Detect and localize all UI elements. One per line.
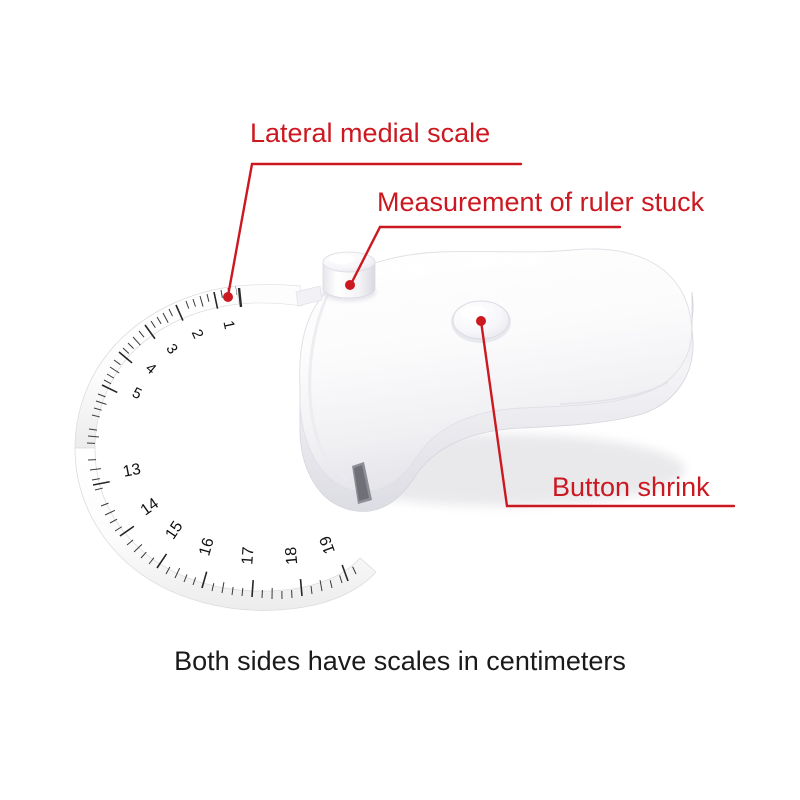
locking-post[interactable] <box>322 251 376 301</box>
callout-label-measurement-of-ruler-stuck: Measurement of ruler stuck <box>377 187 705 217</box>
leader-dot-lateral-medial-scale <box>223 292 233 302</box>
leader-line-button-shrink <box>476 316 736 508</box>
svg-text:16: 16 <box>196 536 217 558</box>
bottom-caption: Both sides have scales in centimeters <box>174 646 626 676</box>
leader-dot-measurement-of-ruler-stuck <box>345 280 355 290</box>
svg-text:19: 19 <box>317 533 339 556</box>
tape-band: 1 2 3 4 5 <box>74 284 377 611</box>
tape-exit-slot <box>352 462 372 504</box>
tape-minor-ticks-lower <box>87 459 357 600</box>
leader-line-measurement-of-ruler-stuck <box>345 225 622 290</box>
tape-inlet-notch <box>295 285 323 307</box>
tape-zero-line <box>237 287 243 308</box>
leader-line-lateral-medial-scale <box>223 162 523 302</box>
callout-label-lateral-medial-scale: Lateral medial scale <box>250 118 491 148</box>
case-seam-line <box>559 381 669 405</box>
svg-text:13: 13 <box>122 461 143 481</box>
svg-text:18: 18 <box>283 546 301 565</box>
svg-text:1: 1 <box>219 319 237 331</box>
case-inner-curve <box>308 289 349 482</box>
tape-measure-case <box>295 248 694 512</box>
callout-label-button-shrink: Button shrink <box>552 472 710 502</box>
leader-dot-button-shrink <box>476 316 486 326</box>
tape-minor-ticks-upper <box>86 287 230 444</box>
svg-text:17: 17 <box>239 546 257 565</box>
